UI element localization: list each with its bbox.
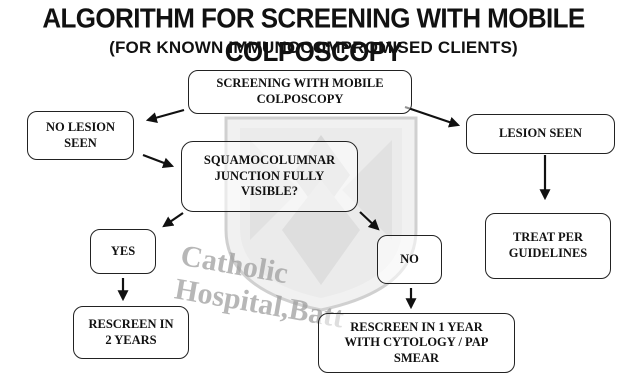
yes-node: YES [90, 229, 156, 274]
lesion-seen-node-label: LESION SEEN [498, 126, 583, 141]
screening-node-label: SCREENING WITH MOBILE COLPOSCOPY [216, 76, 384, 106]
page-title: ALGORITHM FOR SCREENING WITH MOBILE COLP… [42, 1, 585, 68]
yes-node-label: YES [110, 243, 136, 258]
arrow-screening-to-no-lesion [145, 108, 185, 123]
arrow-scj-to-no [359, 211, 380, 231]
page-subtitle: (FOR KNOWN IMMUNOCOMPROMISED CLIENTS) [109, 38, 518, 57]
lesion-seen-node: LESION SEEN [466, 114, 615, 154]
no-lesion-node: NO LESION SEEN [27, 111, 134, 160]
treat-per-guidelines-node: TREAT PER GUIDELINES [485, 213, 611, 279]
scj-question-node-label: SQUAMOCOLUMNAR JUNCTION FULLY VISIBLE? [203, 153, 336, 199]
no-lesion-node-label: NO LESION SEEN [45, 119, 116, 150]
arrow-scj-to-yes [162, 212, 184, 228]
rescreen-2-years-node-label: RESCREEN IN 2 YEARS [88, 316, 174, 347]
no-node: NO [377, 235, 442, 284]
rescreen-1-year-node-label: RESCREEN IN 1 YEAR WITH CYTOLOGY / PAP S… [344, 319, 489, 365]
screening-node: SCREENING WITH MOBILE COLPOSCOPY [188, 70, 412, 114]
rescreen-2-years-node: RESCREEN IN 2 YEARS [73, 306, 189, 359]
arrow-screening-to-lesion [404, 105, 461, 128]
rescreen-1-year-node: RESCREEN IN 1 YEAR WITH CYTOLOGY / PAP S… [318, 313, 515, 373]
arrow-no-lesion-to-scj [142, 153, 175, 169]
scj-question-node: SQUAMOCOLUMNAR JUNCTION FULLY VISIBLE? [181, 141, 358, 212]
treat-per-guidelines-node-label: TREAT PER GUIDELINES [508, 230, 588, 260]
no-node-label: NO [400, 251, 419, 266]
